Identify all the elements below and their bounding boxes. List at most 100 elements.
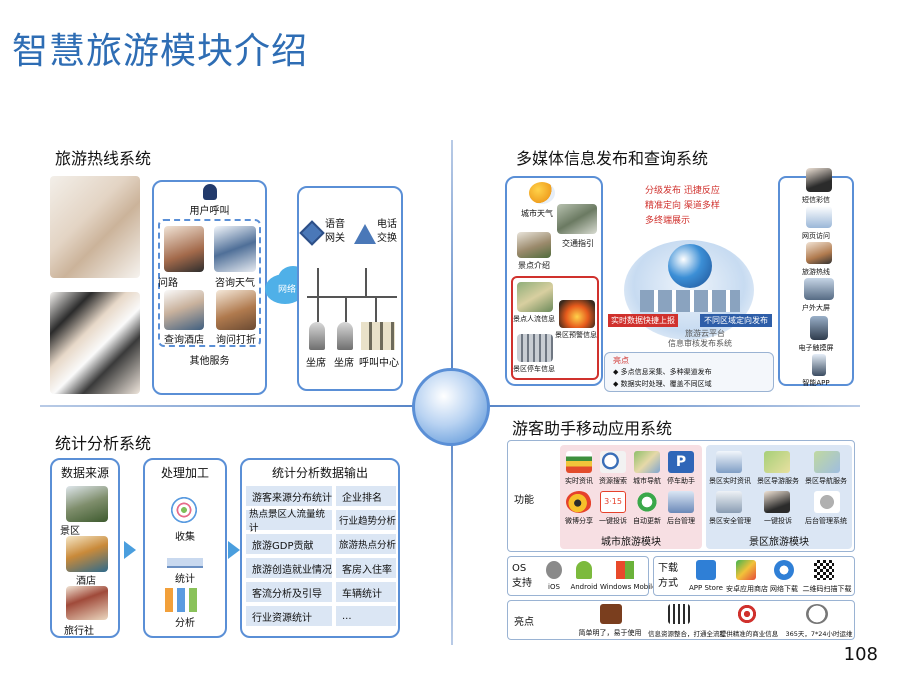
media-title: 多媒体信息发布和查询系统	[516, 149, 709, 168]
service-label-discount: 询问打折	[216, 335, 256, 346]
output-occupancy: 客房入住率	[336, 558, 396, 578]
servers-icon	[361, 322, 395, 350]
media-source-weather: 城市天气	[521, 209, 553, 218]
search-icon	[600, 451, 626, 473]
mobile-title: 游客助手移动应用系统	[512, 419, 673, 438]
platform-label: 旅游云平台	[685, 329, 725, 338]
scenic-icon-safety: 景区安全管理	[709, 517, 751, 525]
service-photo-discount	[216, 290, 256, 330]
channel-kiosk: 电子触摸屏	[798, 344, 834, 352]
city-module-panel: P 实时资讯 资源搜索 城市导航 停车助手 3·15 微博分享 一键投诉 自动更…	[560, 445, 702, 549]
stats-output-title: 统计分析数据输出	[271, 466, 368, 480]
center-line-1: 分级发布 迅捷反应	[645, 186, 720, 196]
scenic-nav-icon	[814, 451, 840, 473]
media-highlights-box: 亮点 ◆ 多点信息采集、多种渠道发布 ◆ 数据实时处理、覆盖不同区域	[604, 352, 774, 392]
city-icon-weibo: 微博分享	[565, 517, 593, 525]
media-source-scenic: 景点介绍	[518, 261, 550, 270]
output-company-ranking: 企业排名	[336, 486, 396, 506]
arrow-right-2	[228, 541, 240, 559]
server-cluster	[640, 290, 740, 312]
channel-web-image	[806, 206, 832, 228]
mobile-highlights-row: 亮点 简单明了，易于使用 信息资源整合，打通全流程 提供精准的商业信息 365天…	[507, 600, 855, 640]
scenic-module-panel: 景区实时资讯 景区导游服务 景区导航服务 景区安全管理 一键投诉 后台管理系统 …	[706, 445, 852, 549]
channel-kiosk-image	[810, 316, 828, 340]
user-call-icon	[203, 184, 217, 200]
network-bus-line	[307, 296, 397, 298]
download-app-store: APP Store	[689, 584, 723, 592]
mobile-highlight-1: 简单明了，易于使用	[578, 629, 642, 637]
channel-hotline-image	[806, 242, 832, 264]
media-source-parking: 景区停车信息	[513, 365, 555, 373]
info-sources-panel: 城市天气 交通指引 景点介绍 景点人流信息 景区预警信息 景区停车信息	[505, 176, 603, 386]
download-qr: 二维码扫描下载	[802, 585, 852, 593]
channel-screen-image	[804, 278, 834, 300]
bus-connector-1	[317, 268, 319, 296]
output-gdp: 旅游GDP贡献	[246, 534, 332, 554]
easy-use-icon	[600, 604, 622, 624]
collect-graph-icon	[161, 494, 207, 526]
output-hotspot-traffic: 热点景区人流量统计	[246, 509, 332, 534]
function-label: 功能	[514, 495, 534, 506]
process-statistics: 统计	[175, 574, 195, 585]
seat-1-icon	[309, 322, 325, 350]
page-title: 智慧旅游模块介绍	[12, 31, 309, 72]
bus-connector-5	[375, 298, 377, 322]
warning-photo	[559, 300, 595, 328]
web-download-icon	[774, 560, 794, 580]
download-label: 下载 方式	[658, 563, 678, 589]
parking-icon: P	[668, 451, 694, 473]
data-sources-panel: 数据来源 景区 酒店 旅行社	[50, 458, 120, 638]
windows-icon	[616, 561, 634, 579]
service-label-directions: 问路	[158, 278, 178, 289]
center-line-2: 精准定向 渠道多样	[645, 201, 720, 211]
download-row: 下载 方式 APP Store 安卓应用商店 网络下载 二维码扫描下载	[653, 556, 855, 596]
function-row: 功能 P 实时资讯 资源搜索 城市导航 停车助手 3·15 微博分享 一键投诉 …	[507, 440, 855, 552]
os-support-row: OS 支持 iOS Android Windows Mobile	[507, 556, 656, 596]
app-store-icon	[696, 560, 716, 580]
center-circle	[412, 368, 490, 446]
output-flow-guidance: 客流分析及引导	[246, 582, 332, 602]
stats-output-panel: 统计分析数据输出 游客来源分布统计 热点景区人流量统计 旅游GDP贡献 旅游创造…	[240, 458, 400, 638]
user-call-label: 用户呼叫	[189, 206, 230, 217]
scenic-photo	[517, 232, 551, 258]
android-icon	[576, 561, 592, 579]
seat-2-label: 坐席	[334, 358, 354, 369]
arrow-right-1	[124, 541, 136, 559]
bus-connector-3	[317, 298, 319, 322]
seat-2-icon	[337, 322, 353, 350]
output-industry-trend: 行业趋势分析	[336, 510, 396, 530]
page-number: 108	[843, 644, 878, 665]
process-analysis: 分析	[175, 618, 195, 629]
media-highlights-title: 亮点	[613, 356, 629, 365]
region-banner: 不同区域定向发布	[700, 314, 772, 327]
crowd-photo	[517, 282, 553, 312]
complaint-icon: 3·15	[600, 491, 626, 513]
news-icon	[566, 451, 592, 473]
qr-code-icon	[814, 560, 834, 580]
target-icon	[736, 604, 758, 624]
media-highlight-2: ◆ 数据实时处理、覆盖不同区域	[613, 380, 712, 388]
city-module-label: 城市旅游模块	[601, 537, 661, 548]
service-label-hotel: 查询酒店	[164, 335, 204, 346]
service-photo-directions	[164, 226, 204, 272]
source-scenic-image	[66, 486, 108, 522]
city-icon-search: 资源搜索	[599, 477, 627, 485]
city-icon-admin: 后台管理	[667, 517, 695, 525]
output-channels-panel: 短信彩信 网页访问 旅游热线 户外大屏 电子触摸屏 智能APP	[778, 168, 854, 387]
service-photo-hotel	[164, 290, 204, 330]
scenic-icon-nav: 景区导航服务	[805, 477, 847, 485]
data-sources-title: 数据来源	[60, 466, 109, 480]
source-hotel: 酒店	[76, 576, 96, 587]
media-source-crowd: 景点人流信息	[513, 315, 555, 323]
scenic-admin-icon	[814, 491, 840, 513]
mobile-highlight-4: 365天，7*24小时运维	[785, 630, 853, 638]
center-line-3: 多终端展示	[645, 216, 691, 226]
call-center-panel: 语音 网关 电话 交换 坐席 坐席 呼叫中心	[297, 186, 403, 391]
service-photo-weather	[214, 226, 256, 272]
city-icon-parking: 停车助手	[667, 477, 695, 485]
city-icon-news: 实时资讯	[565, 477, 593, 485]
weather-icon	[529, 182, 555, 204]
channel-web: 网页访问	[802, 232, 830, 240]
admin-icon	[668, 491, 694, 513]
channel-screen: 户外大屏	[802, 304, 830, 312]
